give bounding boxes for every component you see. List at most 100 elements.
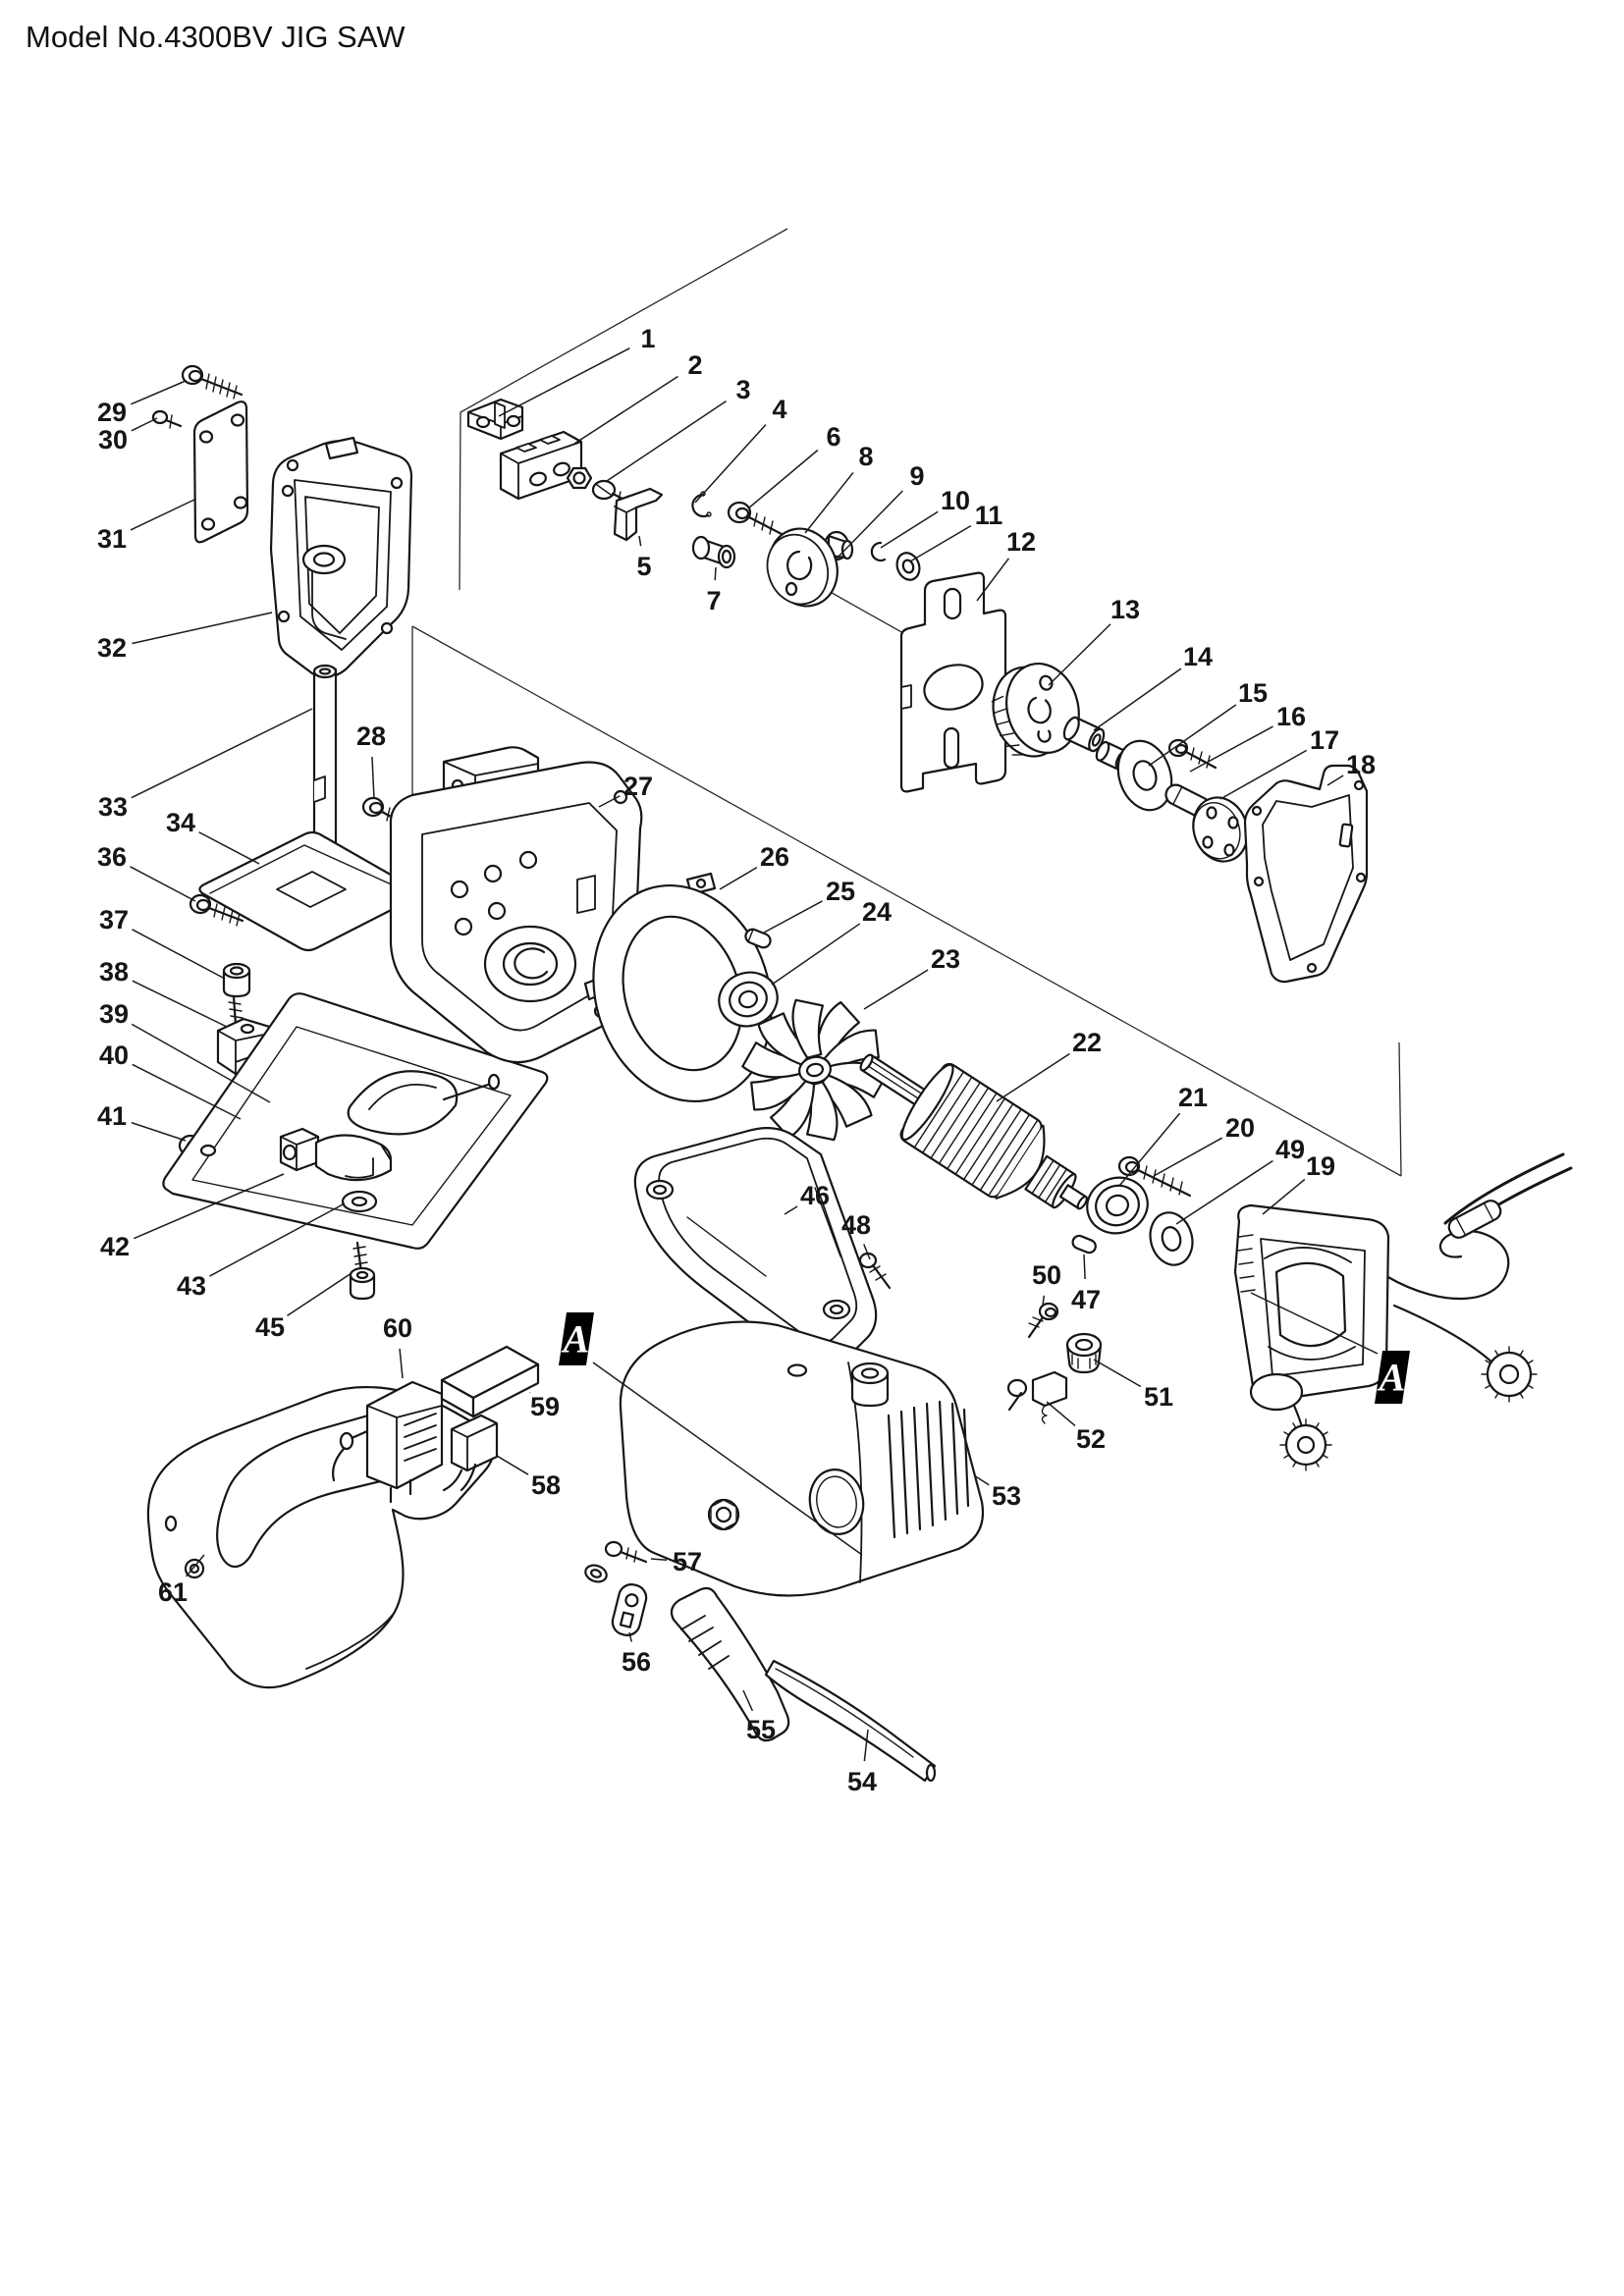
leader-line-45	[287, 1272, 352, 1317]
part-36-screw-drawing	[189, 893, 244, 927]
leader-line-1	[498, 347, 630, 417]
part-label-52: 52	[1076, 1424, 1106, 1454]
part-53-motor-housing-drawing	[619, 1320, 985, 1597]
part-21-bearing-drawing	[1086, 1176, 1149, 1235]
leader-line-55	[742, 1689, 754, 1712]
part-label-38: 38	[99, 957, 129, 987]
part-26-baffle-drawing	[583, 872, 773, 1103]
part-label-13: 13	[1110, 595, 1140, 624]
part-label-12: 12	[1006, 527, 1036, 557]
leader-line-5	[638, 535, 642, 547]
part-label-32: 32	[97, 633, 127, 663]
leader-line-42	[133, 1173, 285, 1240]
part-4-circlip-drawing	[691, 491, 712, 518]
leader-line-6	[747, 449, 819, 509]
part-37-thumbscrew-drawing	[222, 962, 251, 1027]
part-label-53: 53	[992, 1481, 1021, 1511]
part-label-51: 51	[1144, 1382, 1173, 1412]
part-label-10: 10	[941, 486, 970, 515]
part-label-15: 15	[1238, 678, 1268, 708]
leader-line-27	[598, 795, 621, 808]
leader-line-61	[185, 1554, 205, 1577]
section-marker-box-1	[1375, 1351, 1410, 1404]
part-49-washer-drawing	[1149, 1211, 1194, 1266]
construction-line-1	[411, 625, 1402, 1177]
part-58-capacitor-drawing	[442, 1414, 499, 1492]
leader-line-56	[628, 1631, 632, 1642]
leader-line-8	[804, 471, 854, 534]
leader-line-48	[863, 1244, 871, 1260]
part-label-49: 49	[1275, 1135, 1305, 1164]
part-label-54: 54	[847, 1767, 877, 1796]
part-label-42: 42	[100, 1232, 130, 1261]
leader-line-21	[1118, 1112, 1181, 1187]
leader-line-23	[863, 969, 929, 1010]
part-label-47: 47	[1071, 1285, 1101, 1314]
part-23-fan-drawing	[741, 998, 889, 1142]
leader-line-25	[763, 900, 823, 934]
part-56-plate-drawing	[611, 1583, 648, 1636]
part-label-19: 19	[1306, 1151, 1335, 1181]
part-label-56: 56	[622, 1647, 651, 1677]
part-label-30: 30	[98, 425, 128, 454]
part-label-9: 9	[909, 461, 924, 491]
part-19-stator-drawing	[1233, 1152, 1573, 1471]
part-label-59: 59	[530, 1392, 560, 1421]
part-27-bearing-box-drawing	[389, 746, 643, 1064]
part-label-29: 29	[97, 398, 127, 427]
part-11-washer-drawing	[895, 552, 921, 581]
part-label-1: 1	[640, 324, 655, 353]
leader-line-11	[909, 524, 972, 562]
part-17-flange-shaft-drawing	[1164, 783, 1249, 863]
part-label-37: 37	[99, 905, 129, 934]
part-label-33: 33	[98, 792, 128, 822]
leader-line-24	[771, 923, 861, 986]
part-label-21: 21	[1178, 1083, 1208, 1112]
section-marker-leader-0	[592, 1362, 863, 1556]
part-59-sponge-drawing	[440, 1345, 540, 1418]
section-marker-label-0: A	[561, 1317, 590, 1362]
part-label-48: 48	[841, 1210, 871, 1240]
section-marker-label-1: A	[1377, 1356, 1406, 1400]
leader-line-20	[1153, 1137, 1223, 1177]
part-label-8: 8	[858, 442, 873, 471]
part-5-holder-bracket-drawing	[613, 487, 664, 542]
part-29-screw-drawing	[181, 364, 244, 400]
part-label-40: 40	[99, 1041, 129, 1070]
leader-line-16	[1189, 725, 1273, 773]
part-55-cord-guard-drawing	[670, 1586, 790, 1742]
leader-line-22	[996, 1052, 1070, 1102]
leader-line-58	[496, 1455, 529, 1475]
leader-line-40	[132, 1063, 242, 1120]
page-title: Model No.4300BV JIG SAW	[26, 20, 406, 54]
part-20-bolt-drawing	[1117, 1155, 1192, 1198]
leader-line-51	[1093, 1359, 1142, 1388]
leader-line-36	[130, 866, 196, 902]
part-42-blade-holder-drawing	[279, 1127, 393, 1182]
leader-line-54	[863, 1729, 869, 1762]
leader-line-31	[130, 499, 195, 531]
leader-line-37	[132, 929, 226, 980]
leader-line-38	[132, 980, 228, 1028]
part-50-screw-drawing	[1027, 1302, 1059, 1339]
leader-line-43	[209, 1202, 346, 1277]
part-label-25: 25	[826, 877, 855, 906]
part-label-11: 11	[975, 501, 1003, 530]
part-45-screw-drawing	[349, 1241, 376, 1301]
leader-line-15	[1148, 704, 1237, 767]
section-marker-leader-1	[1250, 1292, 1379, 1355]
part-label-50: 50	[1032, 1260, 1061, 1290]
part-46-brush-cover-drawing	[633, 1126, 878, 1371]
part-label-3: 3	[735, 375, 750, 404]
part-label-24: 24	[862, 897, 892, 927]
section-marker-box-0	[559, 1312, 594, 1365]
leader-line-19	[1262, 1178, 1306, 1215]
leader-line-41	[131, 1121, 187, 1142]
part-label-2: 2	[687, 350, 702, 380]
part-label-55: 55	[746, 1715, 776, 1744]
leader-line-12	[976, 558, 1010, 602]
part-12-bracket-plate-drawing	[899, 571, 1007, 793]
leader-line-39	[131, 1023, 271, 1103]
